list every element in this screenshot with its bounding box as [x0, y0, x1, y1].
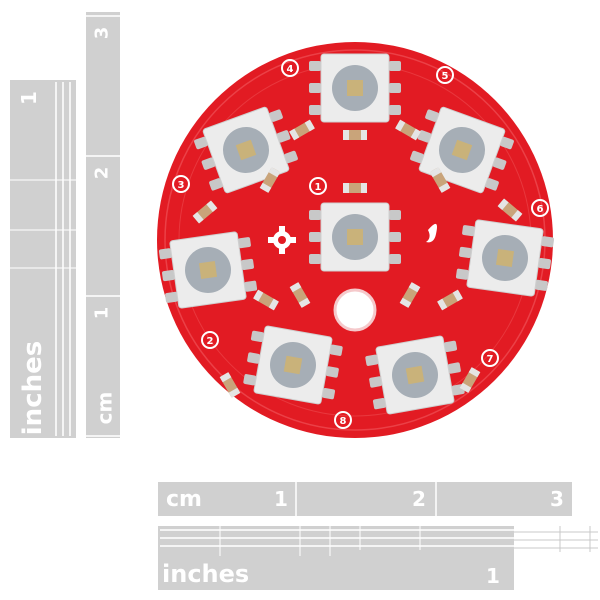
svg-text:4: 4 — [287, 64, 294, 75]
led-number-5: 5 — [436, 66, 454, 84]
rgb-led-8 — [365, 335, 465, 415]
led-number-1: 1 — [309, 177, 327, 195]
capacitor-3 — [289, 119, 315, 141]
svg-text:1: 1 — [315, 182, 322, 193]
capacitor-11 — [192, 200, 218, 224]
bottom-inches-unit: inches — [162, 560, 250, 588]
bottom-inch-number-1: 1 — [486, 564, 500, 588]
capacitor-6 — [429, 167, 451, 193]
capacitor-14 — [459, 367, 481, 393]
led-number-4: 4 — [281, 59, 299, 77]
capacitor-12 — [497, 198, 523, 222]
led-number-8: 8 — [334, 411, 352, 429]
capacitor-10 — [437, 289, 463, 311]
svg-text:2: 2 — [207, 336, 214, 347]
capacitor-5 — [259, 167, 281, 193]
svg-text:8: 8 — [340, 416, 347, 427]
led-number-2: 2 — [201, 331, 219, 349]
bottom-cm-number-3: 3 — [550, 487, 564, 511]
bottom-cm-number-2: 2 — [412, 487, 426, 511]
svg-text:7: 7 — [487, 354, 494, 365]
rgb-led-7 — [243, 325, 343, 405]
gear-logo-icon — [268, 226, 296, 254]
rgb-led-6 — [455, 219, 555, 297]
capacitor-2 — [343, 183, 367, 193]
capacitor-7 — [289, 282, 311, 308]
flame-logo-icon — [426, 223, 437, 243]
svg-text:6: 6 — [537, 204, 544, 215]
mounting-hole — [333, 288, 377, 332]
rgb-led-5 — [158, 231, 258, 309]
capacitor-13 — [219, 372, 241, 398]
capacitor-9 — [253, 289, 279, 311]
capacitor-8 — [399, 282, 421, 308]
svg-text:5: 5 — [442, 71, 449, 82]
led-number-3: 3 — [172, 175, 190, 193]
led-number-6: 6 — [531, 199, 549, 217]
rgb-led-1 — [309, 202, 401, 272]
svg-text:3: 3 — [178, 180, 185, 191]
capacitor-1 — [343, 130, 367, 140]
bottom-cm-number-1: 1 — [274, 487, 288, 511]
bottom-cm-unit: cm — [166, 487, 202, 512]
rgb-led-3 — [194, 106, 298, 194]
led-number-7: 7 — [481, 349, 499, 367]
rgb-led-2 — [309, 53, 401, 123]
capacitor-4 — [395, 119, 421, 141]
